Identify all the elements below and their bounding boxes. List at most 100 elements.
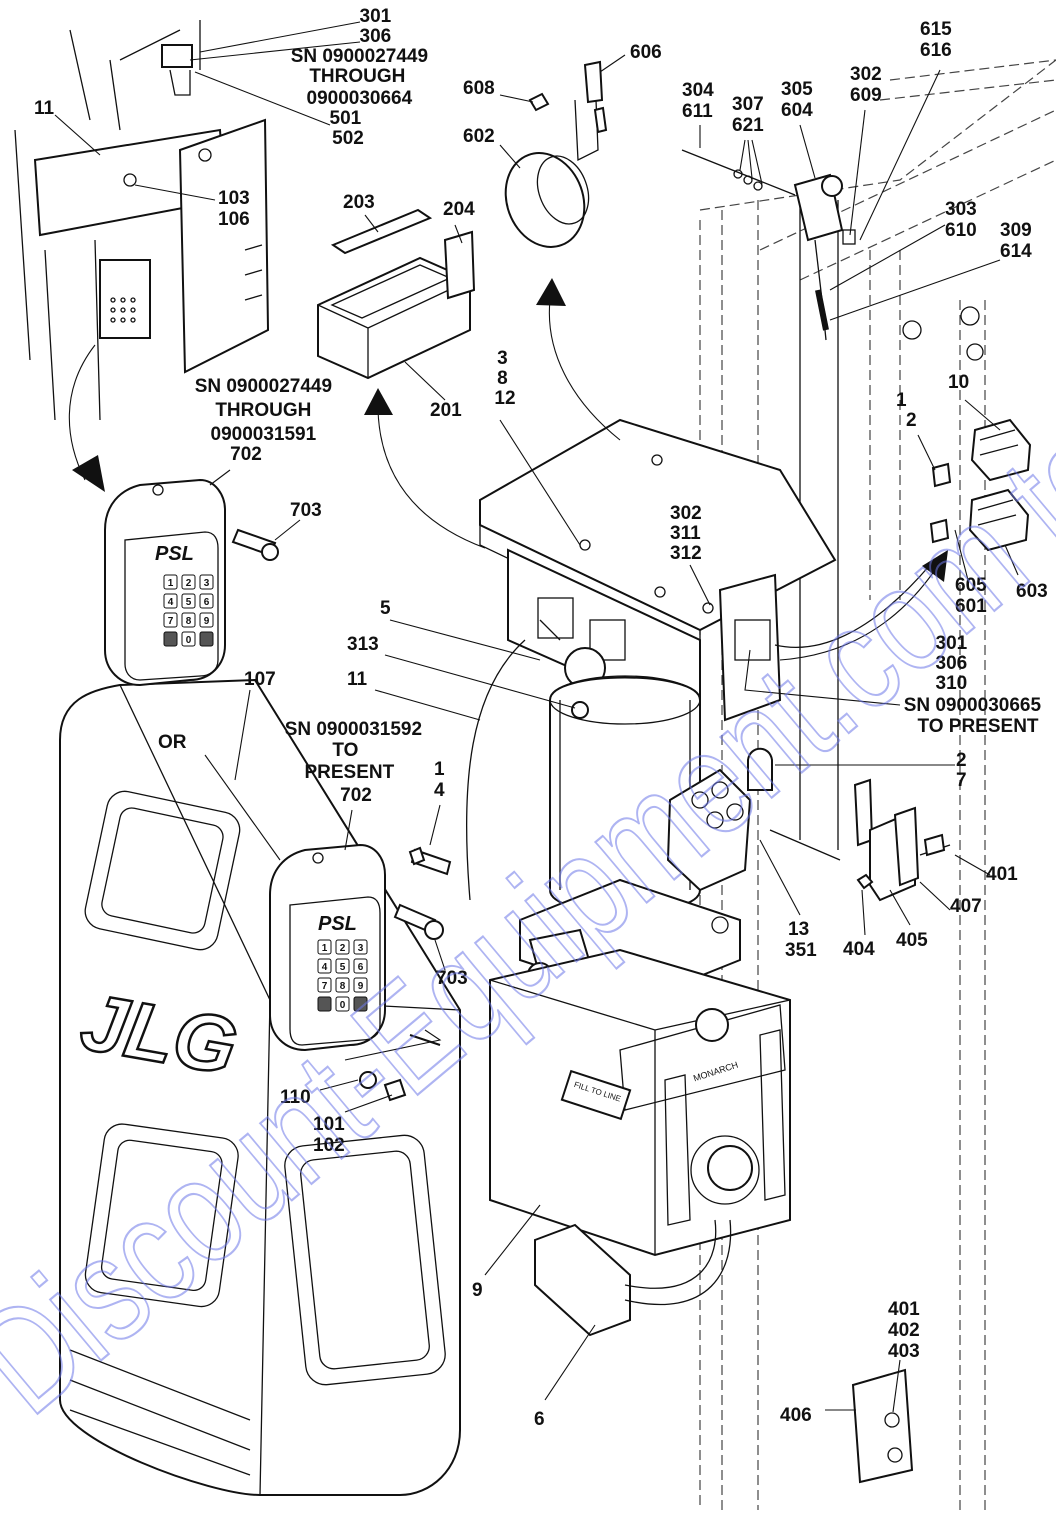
callout-703-top: 703 — [290, 500, 322, 521]
keypad-bottom-key-label: 5 — [340, 962, 346, 973]
limit-switch — [681, 149, 856, 341]
relay-label-203 — [330, 208, 433, 255]
keypad-bottom-key-label: 6 — [358, 962, 364, 973]
callout-204: 204 — [443, 199, 475, 220]
callout-305-604: 305 604 — [781, 79, 818, 121]
callout-307-621: 307 621 — [732, 94, 769, 136]
leader-lines — [54, 21, 1019, 1413]
callout-10: 10 — [948, 372, 969, 393]
direction-arrows — [68, 278, 948, 661]
callout-sn-through-702: SN 0900027449 THROUGH 0900031591 702 — [195, 376, 338, 465]
callout-9: 9 — [472, 1280, 483, 1301]
relay-pad-204 — [443, 230, 476, 300]
keypad-bottom-key — [317, 977, 332, 993]
keypad-top-key — [199, 593, 214, 609]
callout-302-609: 302 609 — [850, 64, 887, 106]
callout-404: 404 — [843, 939, 875, 960]
keypad-top-key — [181, 593, 196, 609]
callout-302-311-312: 302 311 312 — [670, 503, 707, 564]
power-unit: FILL TO LINE MONARCH — [465, 418, 931, 1337]
callout-703-bottom: 703 — [436, 968, 468, 989]
keypad-top-key — [163, 593, 178, 609]
keypad-bottom-key — [353, 996, 368, 1012]
keypad-bottom-keys: 1 2 3 4 5 6 7 8 9 0 — [317, 939, 368, 1012]
callout-313: 313 — [347, 634, 379, 655]
keypad-bottom-key-label: 3 — [358, 943, 364, 954]
keypad-bottom-key — [353, 939, 368, 955]
keypad-top-key — [163, 612, 178, 628]
callout-301-306-501-502: 301 306 SN 0900027449 THROUGH 0900030664… — [291, 6, 434, 149]
keypad-bottom-key-label: 2 — [340, 943, 346, 954]
keypad-top-key — [199, 574, 214, 590]
callout-303-610: 303 610 — [945, 199, 982, 241]
keypad-top-key-label: 1 — [168, 578, 174, 589]
keypad-bottom-brand: PSL — [318, 913, 357, 935]
keypad-bottom-key-label: 1 — [322, 943, 328, 954]
keypad-top-brand: PSL — [155, 543, 194, 565]
callout-407: 407 — [950, 896, 982, 917]
keypad-bottom-key-label: 0 — [340, 1000, 346, 1011]
callout-301-306-310: 301 306 310 SN 0900030665 TO PRESENT — [904, 633, 1047, 737]
horn — [504, 60, 604, 248]
keypad-top-key-label: 3 — [204, 578, 210, 589]
callout-304-611: 304 611 — [682, 80, 719, 122]
keypad-bottom-key — [335, 996, 350, 1012]
keypad-bottom-key — [353, 977, 368, 993]
keypad-top-key — [181, 574, 196, 590]
keypad-bottom-key — [335, 939, 350, 955]
keypad-top-key — [199, 631, 214, 647]
callout-3-8-12: 3 8 12 — [494, 348, 515, 409]
keypad-bottom-key-label: 9 — [358, 981, 364, 992]
keypad-bottom-key-label: 4 — [322, 962, 328, 973]
keypad-top-key — [199, 612, 214, 628]
callout-405: 405 — [896, 930, 928, 951]
callout-203: 203 — [343, 192, 375, 213]
callout-110: 110 — [280, 1087, 311, 1108]
hardware — [231, 106, 946, 1102]
keypad-top-key — [181, 631, 196, 647]
keypad-top-key-label: 5 — [186, 597, 192, 608]
callout-606: 606 — [630, 42, 662, 63]
keypad-bottom: PSL 1 2 3 4 5 6 7 8 9 0 — [269, 843, 386, 1052]
callout-2-7: 2 7 — [956, 750, 972, 791]
callout-602: 602 — [463, 126, 495, 147]
callout-401-402-403: 401 402 403 — [888, 1299, 925, 1362]
keypad-top-key-label: 2 — [186, 578, 192, 589]
callout-107: 107 — [244, 669, 276, 690]
keypad-bottom-key — [317, 958, 332, 974]
keypad-bottom-key-label: 8 — [340, 981, 346, 992]
callout-615-616: 615 616 — [920, 19, 957, 61]
keypad-top-key-label: 6 — [204, 597, 210, 608]
bracket-assembly-top-left — [14, 20, 270, 421]
keypad-bottom-key — [317, 939, 332, 955]
callout-309-614: 309 614 — [1000, 220, 1037, 262]
plate-406 — [851, 1368, 914, 1484]
keypad-bottom-key — [317, 996, 332, 1012]
relay-box — [317, 208, 476, 380]
callout-1-2: 1 2 — [896, 390, 917, 431]
callout-sn-present-702: SN 0900031592 TO PRESENT 702 — [285, 719, 428, 806]
keypad-bottom-key — [353, 958, 368, 974]
callout-201: 201 — [430, 400, 462, 421]
callout-6: 6 — [534, 1409, 545, 1430]
keypad-top-key — [181, 612, 196, 628]
callout-1-4: 1 4 — [434, 759, 450, 801]
callout-13-351: 13 351 — [785, 919, 817, 961]
callout-603: 603 — [1016, 581, 1048, 602]
callout-101-102: 101 102 — [313, 1114, 350, 1156]
callout-605-601: 605 601 — [955, 575, 992, 617]
callout-11-mid: 11 — [347, 669, 368, 690]
keypad-bottom-key-label: 7 — [322, 981, 328, 992]
callout-or: OR — [158, 732, 187, 753]
callout-406: 406 — [780, 1405, 812, 1426]
keypad-bottom-key — [335, 977, 350, 993]
brackets-lower-right — [851, 778, 951, 1484]
keypad-top-key-label: 0 — [186, 635, 192, 646]
keypad-top-key-label: 7 — [168, 616, 174, 627]
callout-labels: 301 306 SN 0900027449 THROUGH 0900030664… — [34, 6, 1048, 1430]
callout-608: 608 — [463, 78, 495, 99]
connectors-right — [929, 418, 1032, 552]
